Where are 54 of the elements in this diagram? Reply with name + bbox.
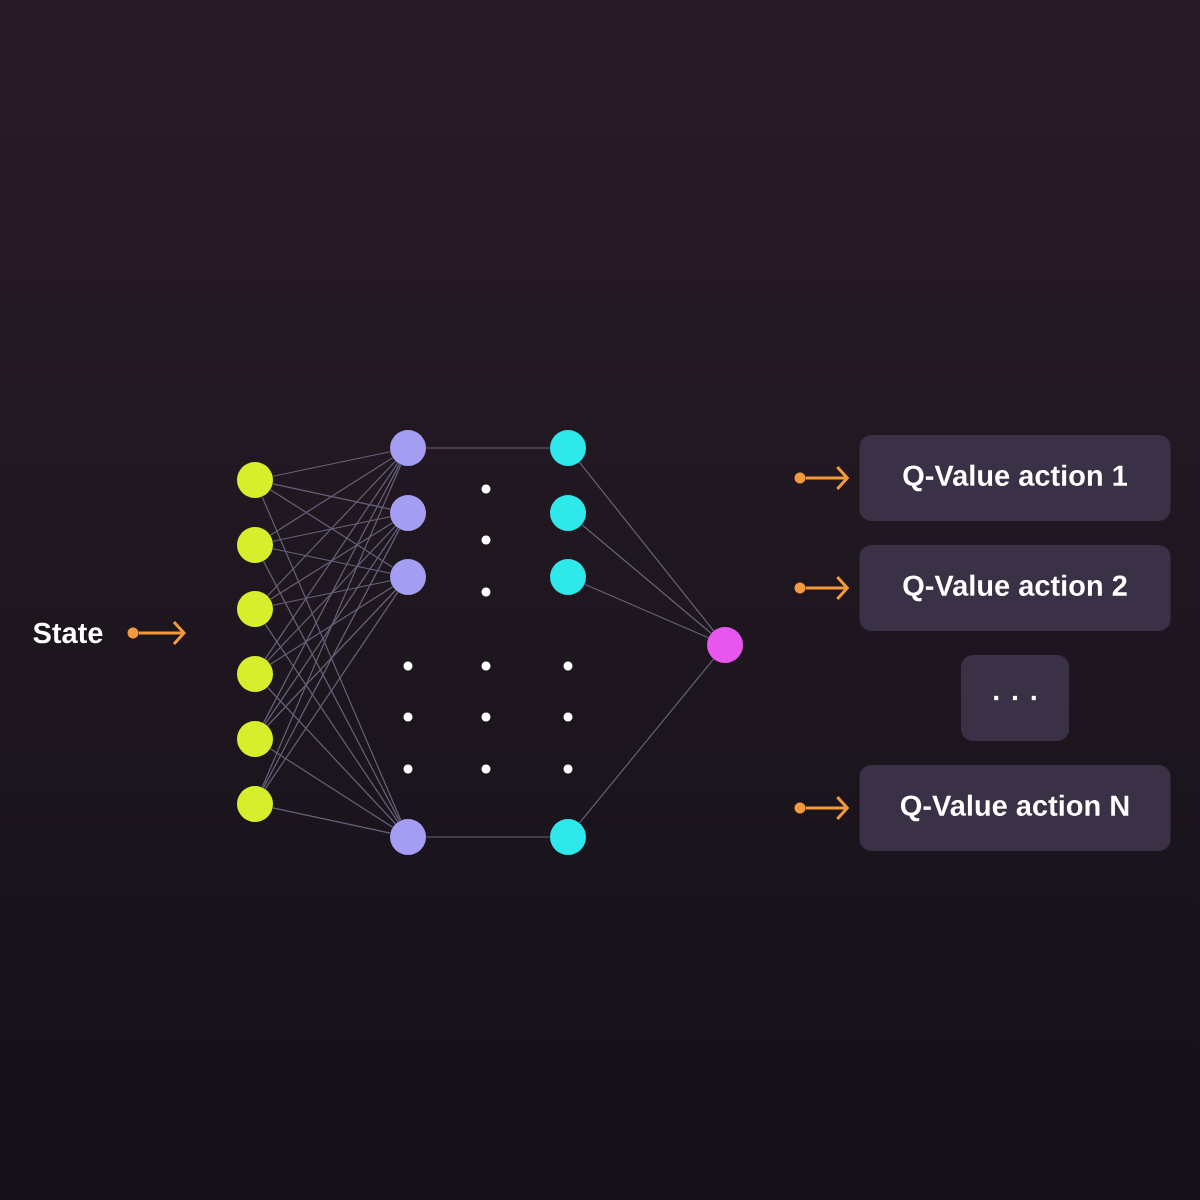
- connection-line: [272, 580, 391, 606]
- connection-line: [581, 524, 712, 634]
- neuron-circle: [550, 819, 586, 855]
- connection-line: [266, 460, 397, 597]
- neuron-circle: [707, 627, 743, 663]
- arrow: [138, 621, 186, 645]
- connection-line: [272, 483, 391, 510]
- connection-line: [272, 451, 391, 477]
- neuron-circle: [237, 656, 273, 692]
- connection-line: [264, 591, 399, 790]
- connection-line: [266, 686, 397, 825]
- connection-line: [264, 462, 399, 660]
- connection-line: [578, 461, 715, 632]
- arrow: [805, 796, 850, 820]
- neuron-circle: [390, 430, 426, 466]
- neuron-circle: [237, 527, 273, 563]
- connection-line: [269, 522, 394, 600]
- neuron-circle: [390, 495, 426, 531]
- neuron-circle: [550, 495, 586, 531]
- connection-line: [261, 496, 402, 821]
- neuron-circle: [237, 786, 273, 822]
- connection-line: [425, 836, 551, 838]
- output-box: Q-Value action N: [859, 765, 1171, 851]
- connection-line: [584, 583, 709, 639]
- neuron-circle: [237, 591, 273, 627]
- neuron-circle: [550, 430, 586, 466]
- output-box: Q-Value action 2: [859, 545, 1171, 631]
- connection-line: [425, 447, 551, 449]
- connection-line: [262, 560, 401, 822]
- connection-line: [272, 807, 391, 834]
- connection-line: [272, 516, 391, 542]
- connection-line: [264, 527, 399, 725]
- connection-line: [266, 525, 397, 662]
- input-label: State: [33, 622, 103, 644]
- connection-line: [261, 464, 402, 788]
- output-box: Q-Value action 1: [859, 435, 1171, 521]
- neuron-circle: [550, 559, 586, 595]
- arrow: [805, 466, 850, 490]
- connection-line: [264, 623, 399, 823]
- connection-line: [262, 463, 401, 724]
- neuron-circle: [390, 559, 426, 595]
- connection-line: [272, 548, 391, 574]
- connection-line: [269, 457, 394, 536]
- neuron-circle: [237, 462, 273, 498]
- connection-line: [262, 528, 401, 789]
- connection-line: [269, 489, 394, 568]
- neuron-circle: [237, 721, 273, 757]
- connection-line: [266, 589, 397, 727]
- neuron-circle: [390, 819, 426, 855]
- connection-line: [269, 748, 394, 828]
- ellipsis-box: . . .: [961, 655, 1069, 741]
- connection-line: [269, 586, 394, 665]
- arrow: [805, 576, 850, 600]
- connection-line: [578, 658, 715, 824]
